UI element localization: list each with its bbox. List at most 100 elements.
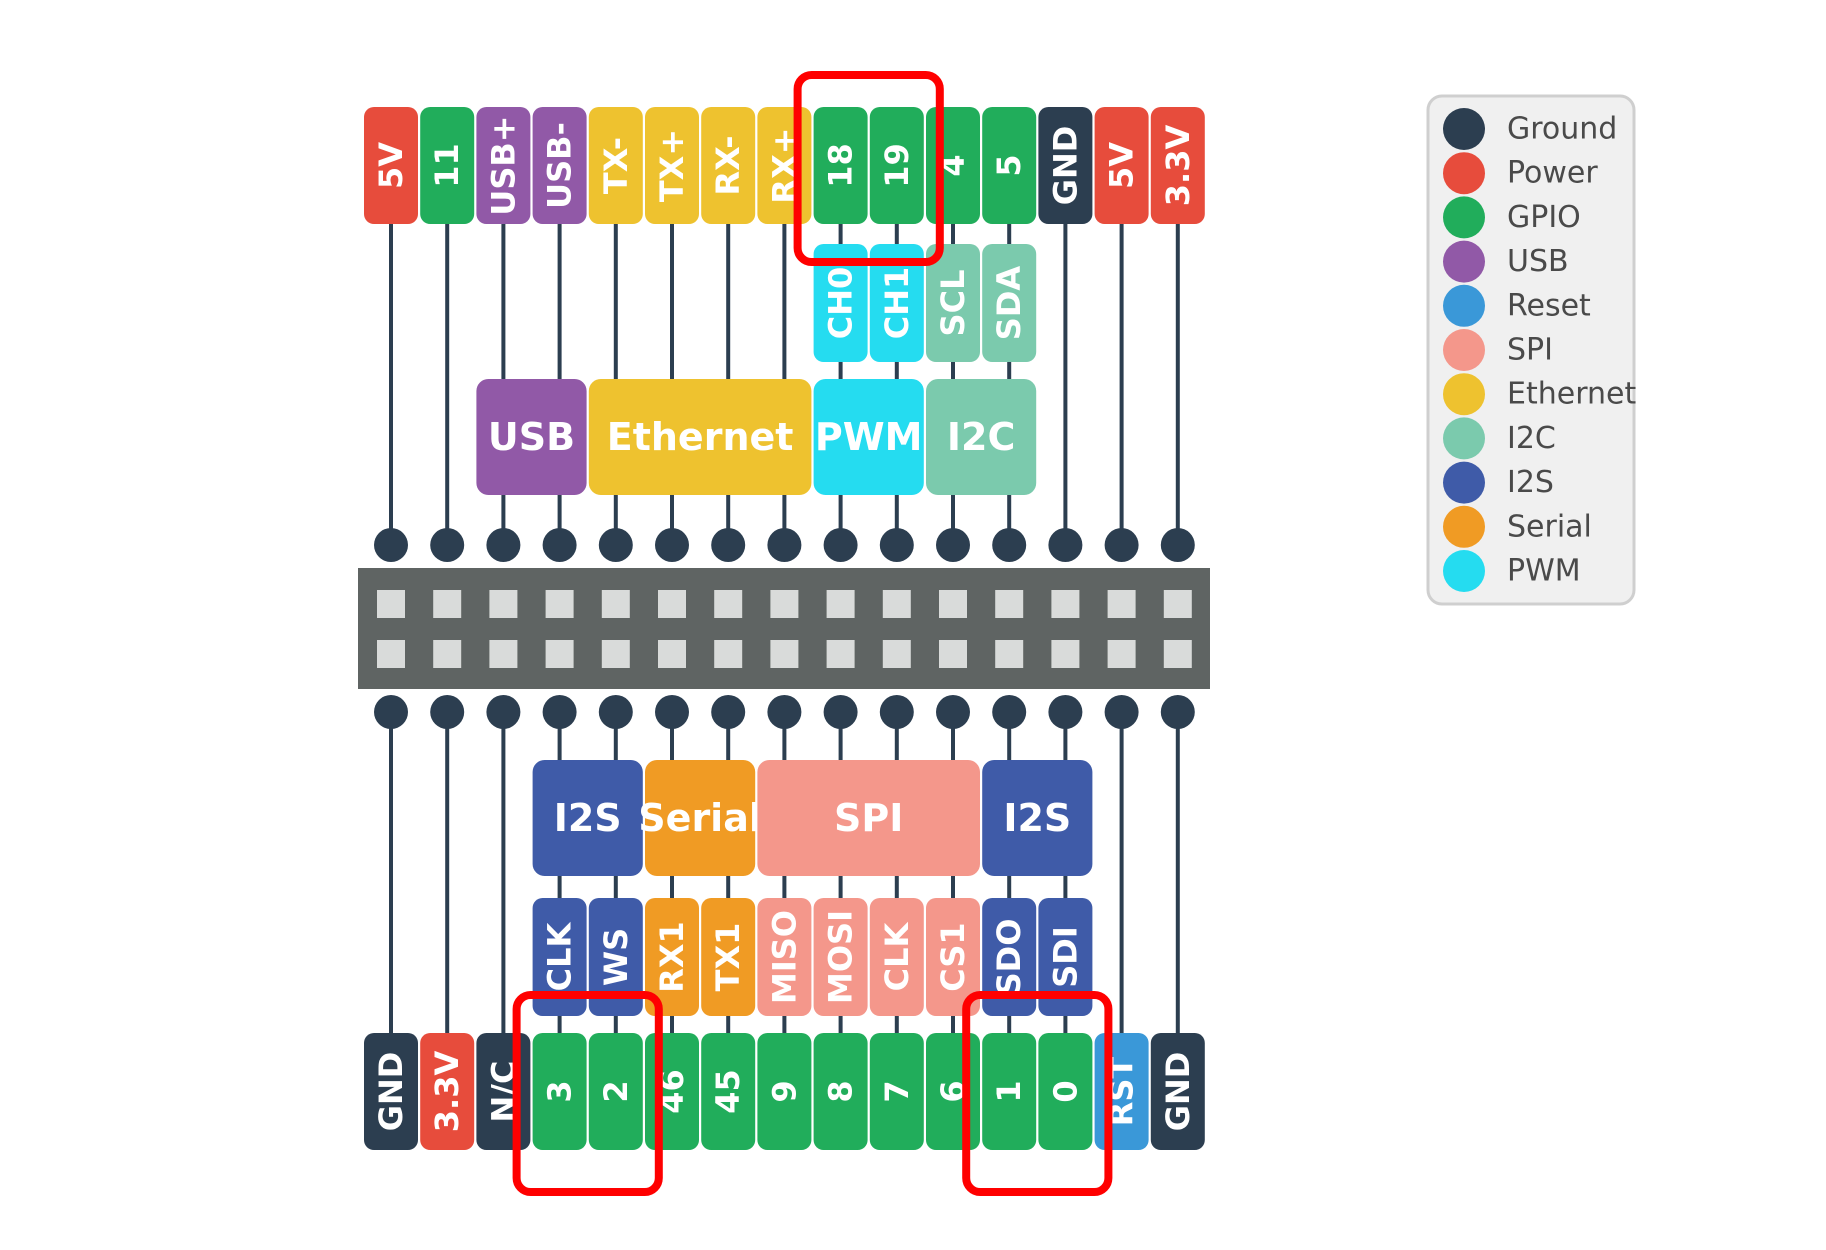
pin-dot-top <box>542 528 577 562</box>
header-pad <box>658 640 686 668</box>
legend-label-spi: SPI <box>1507 333 1553 368</box>
group-box-spi <box>757 760 980 876</box>
header-pad <box>545 640 574 668</box>
pin-label: 0 <box>1046 1080 1084 1102</box>
group-label-i2s: I2S <box>554 796 622 840</box>
pin-box <box>420 107 475 224</box>
legend-label-serial: Serial <box>1507 509 1592 544</box>
pin-dot-top <box>374 528 408 562</box>
pin-label: TX+ <box>653 129 691 202</box>
pin-dot-top <box>655 528 689 562</box>
function-box <box>869 898 924 1016</box>
group-box-i2s <box>982 760 1093 876</box>
pin-label: 7 <box>878 1080 916 1102</box>
header-pad <box>489 590 518 618</box>
pin-dot-top <box>711 528 746 562</box>
header-pad <box>714 640 743 668</box>
legend-swatch-i2c <box>1443 417 1485 460</box>
pin-label: 45 <box>709 1069 747 1114</box>
function-label-mosi: MOSI <box>822 910 860 1004</box>
function-label-scl: SCL <box>934 270 972 337</box>
legend-label-ground: Ground <box>1507 112 1617 147</box>
pin-box <box>364 1033 418 1150</box>
highlight-box <box>793 71 944 266</box>
pin-dot-bottom <box>486 695 521 729</box>
pin-dot-top <box>992 528 1027 562</box>
pin-dot-top <box>1160 528 1195 562</box>
pin-label: 5V <box>372 142 410 189</box>
highlight-box <box>962 991 1113 1196</box>
header-pad <box>377 640 405 668</box>
legend-label-i2c: I2C <box>1507 421 1556 456</box>
pin-dot-bottom <box>598 695 633 729</box>
pin-box <box>701 107 756 224</box>
header-body <box>358 568 1210 689</box>
pin-label: USB+ <box>484 115 522 215</box>
pin-dot-top <box>767 528 802 562</box>
pin-dot-top <box>430 528 465 562</box>
legend-label-gpio: GPIO <box>1507 200 1581 235</box>
pin-dot-top <box>1104 528 1139 562</box>
pin-box <box>982 1033 1037 1150</box>
pin-dot-top <box>823 528 858 562</box>
pin-dot-bottom <box>542 695 577 729</box>
header-pad <box>939 640 967 668</box>
header-pad <box>826 590 855 618</box>
pin-box <box>813 1033 868 1150</box>
function-box <box>813 244 868 362</box>
header-pad <box>995 640 1024 668</box>
header-pad <box>377 590 405 618</box>
pin-dot-bottom <box>823 695 858 729</box>
legend-swatch-spi <box>1443 329 1485 371</box>
pin-box <box>1150 107 1205 224</box>
function-label-clk: CLK <box>878 921 916 991</box>
pin-label: GND <box>1159 1052 1197 1132</box>
highlight-boxes <box>512 71 1113 1196</box>
group-box-pwm <box>813 379 924 495</box>
pin-dot-bottom <box>936 695 970 729</box>
legend-label-ethernet: Ethernet <box>1507 377 1636 412</box>
group-box-serial <box>645 760 756 876</box>
legend-swatch-serial <box>1443 505 1485 548</box>
pin-label: 18 <box>822 143 860 188</box>
pin-label: 11 <box>428 143 466 188</box>
header-pad <box>601 590 630 618</box>
pin-box <box>1038 107 1093 224</box>
pin-label: 3 <box>541 1080 579 1102</box>
pin-dot-bottom <box>992 695 1027 729</box>
pin-box <box>532 107 587 224</box>
header-pad <box>714 590 743 618</box>
header-pad <box>770 640 799 668</box>
pin-dot-bottom <box>1160 695 1195 729</box>
pin-box <box>645 107 699 224</box>
function-box <box>982 244 1037 362</box>
header-pad <box>433 640 462 668</box>
legend-swatch-power <box>1443 152 1485 195</box>
header-pad <box>939 590 967 618</box>
pin-box <box>1150 1033 1205 1150</box>
function-box <box>926 244 980 362</box>
pin-dot-bottom <box>374 695 408 729</box>
pin-label: 2 <box>597 1080 635 1102</box>
legend-swatch-ethernet <box>1443 373 1485 416</box>
header-pad <box>601 640 630 668</box>
group-label-spi: SPI <box>834 796 903 840</box>
function-label-miso: MISO <box>765 910 803 1004</box>
pin-box <box>1038 1033 1093 1150</box>
legend-label-reset: Reset <box>1507 288 1591 323</box>
function-label-tx1: TX1 <box>709 923 747 992</box>
header-pad <box>1107 590 1136 618</box>
pin-box <box>982 107 1037 224</box>
header-pad <box>489 640 518 668</box>
pin-label: TX- <box>597 137 635 194</box>
legend-swatch-pwm <box>1443 550 1485 592</box>
legend: GroundPowerGPIOUSBResetSPIEthernetI2CI2S… <box>1426 94 1636 606</box>
group-box-usb <box>476 379 587 495</box>
highlight-box <box>512 991 663 1196</box>
pin-dot-bottom <box>1104 695 1139 729</box>
legend-label-pwm: PWM <box>1507 554 1581 589</box>
pin-label: 5 <box>990 154 1028 176</box>
function-label-rx1: RX1 <box>653 921 691 993</box>
